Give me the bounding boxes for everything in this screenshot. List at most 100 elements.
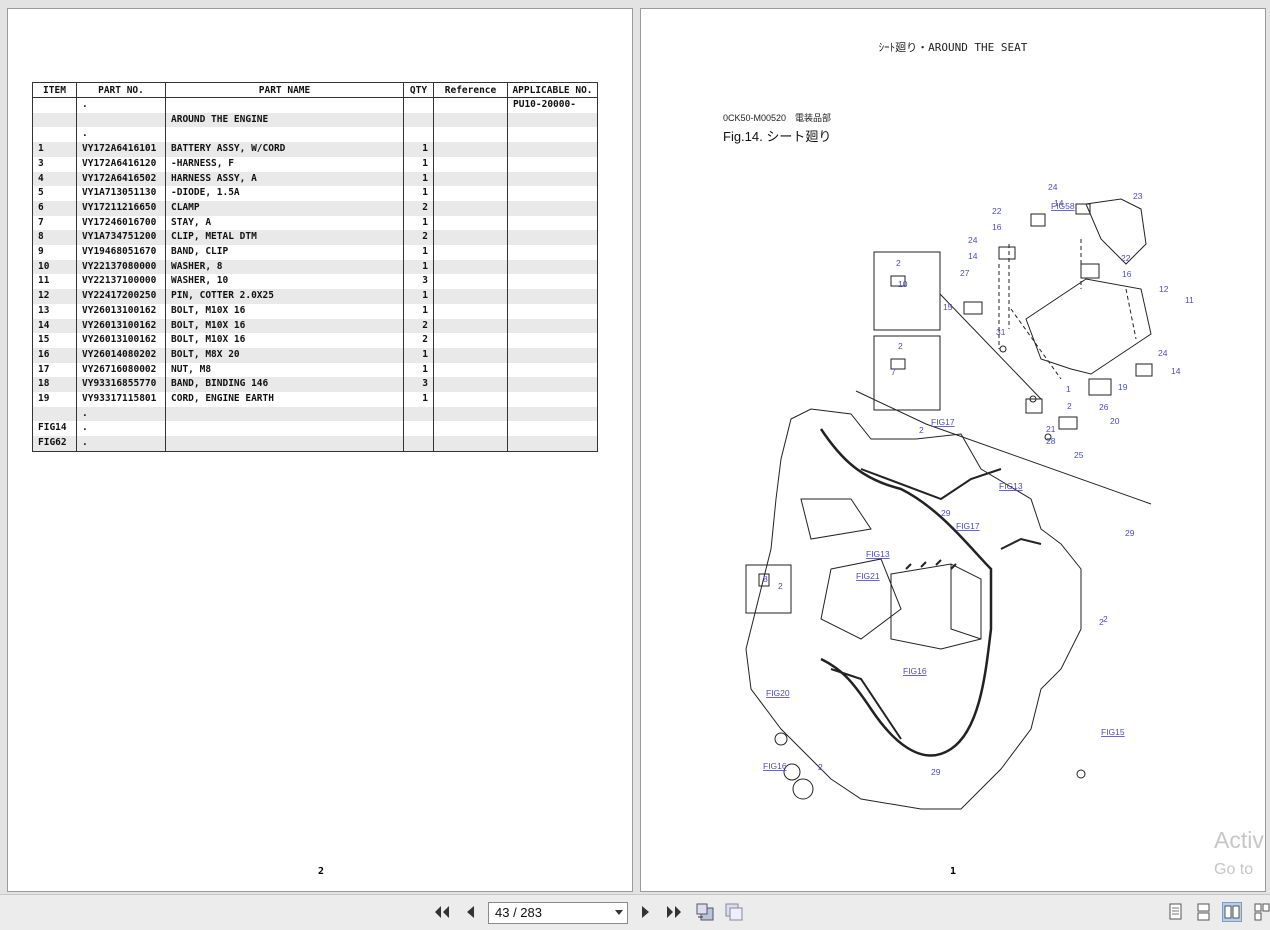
cell-reference [433,274,508,290]
cell-reference [433,303,508,319]
next-page-button[interactable] [636,902,656,922]
part-callout-number: 2 [1099,617,1104,627]
figure-reference-link[interactable]: FIG16 [763,761,787,771]
table-row: .PU10-20000- [32,97,598,113]
cell-item: 10 [32,259,77,275]
cell-applicable-no [507,421,598,437]
cell-applicable-no [507,259,598,275]
single-page-view-button[interactable] [1166,902,1186,922]
cell-applicable-no [507,186,598,201]
col-header-reference: Reference [433,82,508,98]
figure-title: Fig.14. シート廻り [723,129,832,144]
forward-view-icon [725,903,743,921]
cell-applicable-no [507,230,598,246]
previous-page-button[interactable] [460,902,480,922]
cell-qty: 1 [403,392,434,407]
page-number-select[interactable]: 43 / 283 [488,902,628,924]
cell-qty: 2 [403,230,434,246]
left-page-number: 2 [318,866,325,877]
part-callout-number: 27 [960,268,970,278]
facing-pages-icon [1224,905,1240,919]
part-callout-number: 11 [1185,295,1194,305]
cell-qty: 1 [403,186,434,201]
continuous-facing-icon [1254,903,1270,921]
figure-reference-link[interactable]: FIG21 [856,571,880,581]
seat-bracket-plate [1025,278,1152,375]
cell-qty: 2 [403,200,434,216]
cell-reference [433,97,508,113]
figure-reference-link[interactable]: FIG17 [931,417,955,427]
cell-qty [403,436,434,452]
cell-applicable-no [507,127,598,143]
cell-applicable-no [507,200,598,216]
cell-part-no: . [76,436,166,452]
cell-item: 11 [32,274,77,290]
chevron-down-icon [615,910,623,915]
cell-part-name: -DIODE, 1.5A [165,186,404,201]
figure-reference-link[interactable]: FIG17 [956,521,980,531]
parts-table: ITEM PART NO. PART NAME QTY Reference AP… [32,82,598,452]
part-callout-number: 12 [1159,284,1169,294]
right-page: ｼｰﾄ廻り・AROUND THE SEAT 0CK50-M00520 電装品部 … [640,8,1266,892]
cell-reference [433,333,508,348]
figure-reference-link[interactable]: FIG13 [866,549,890,559]
table-row: . [32,406,598,422]
part-callout-number: 2 [778,581,783,591]
part-callout-number: 22 [1121,253,1131,263]
part-callout-number: 26 [1099,402,1109,412]
cell-reference [433,156,508,172]
cell-qty: 1 [403,142,434,157]
cell-part-name: WASHER, 8 [165,259,404,275]
cell-part-name: STAY, A [165,215,404,231]
figure-reference-link[interactable]: FIG20 [766,688,790,698]
cell-qty: 1 [403,259,434,275]
cell-part-no: VY17246016700 [76,215,166,231]
go-forward-view-button[interactable] [724,902,744,922]
cell-part-name: BOLT, M10X 16 [165,333,404,348]
cell-item: 8 [32,230,77,246]
go-back-view-button[interactable] [695,902,715,922]
inset-box-10 [873,251,941,331]
figure-reference-link[interactable]: FIG58 [1051,201,1075,211]
facing-view-button[interactable] [1222,902,1242,922]
cell-item: 13 [32,303,77,319]
next-page-icon [642,906,649,918]
part-callout-number: 24 [968,235,978,245]
table-row: AROUND THE ENGINE [32,112,598,128]
first-page-button[interactable] [432,902,452,922]
cell-item: 3 [32,156,77,172]
cell-item: 6 [32,200,77,216]
cell-applicable-no [507,171,598,187]
cell-part-no: VY26013100162 [76,318,166,334]
last-page-icon [667,906,681,918]
cell-item: FIG62 [32,436,77,452]
figure-reference-link[interactable]: FIG13 [999,481,1023,491]
cell-reference [433,362,508,378]
part-callout-number: 2 [1103,614,1108,624]
cell-part-no: . [76,127,166,143]
cell-applicable-no [507,303,598,319]
cell-reference [433,289,508,304]
continuous-view-button[interactable] [1194,902,1214,922]
cell-part-name: BAND, BINDING 146 [165,377,404,393]
cell-item: 17 [32,362,77,378]
cell-reference [433,171,508,187]
diagram-labels: FIG58FIG17FIG13FIG17FIG13FIG21FIG16FIG20… [763,182,1194,777]
cell-qty [403,421,434,437]
last-page-button[interactable] [664,902,684,922]
left-page: ITEM PART NO. PART NAME QTY Reference AP… [7,8,633,892]
figure-reference-link[interactable]: FIG16 [903,666,927,676]
figure-reference-link[interactable]: FIG15 [1101,727,1125,737]
continuous-facing-view-button[interactable] [1252,902,1270,922]
cell-part-name: CLAMP [165,200,404,216]
cell-reference [433,200,508,216]
part-callout-number: 19 [1118,382,1128,392]
cell-reference [433,347,508,363]
